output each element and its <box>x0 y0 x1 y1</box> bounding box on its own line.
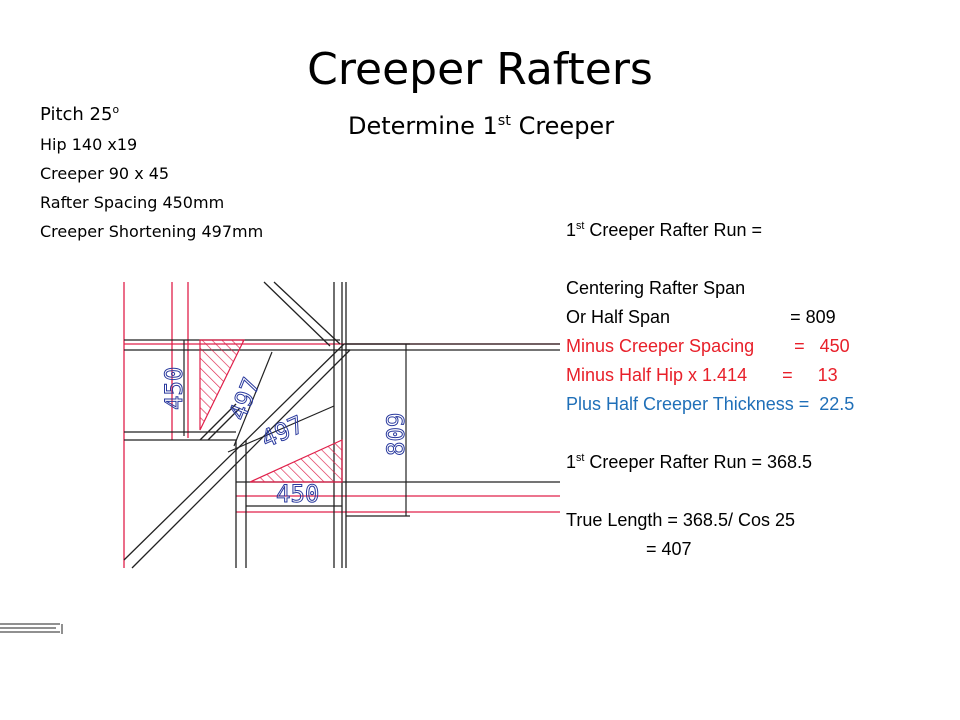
calc-minus-spacing: Minus Creeper Spacing = 450 <box>566 336 850 356</box>
dim-809-label: 809 <box>382 413 410 456</box>
slide-title: Creeper Rafters <box>307 44 653 95</box>
scale-mark <box>0 623 63 634</box>
diagonal-brace-1 <box>263 281 331 347</box>
dim-497-lower-line <box>227 405 335 453</box>
pitch-degree-mark: o <box>112 103 120 116</box>
calc-true-length-result: = 407 <box>566 539 692 559</box>
hip-line-2 <box>131 349 351 569</box>
calc-heading-rest: Creeper Rafter Run = <box>584 220 763 240</box>
subtitle-rest: Creeper <box>510 112 615 140</box>
calc-half-span: Or Half Span = 809 <box>566 307 836 327</box>
dim-497-lower-label: 497 <box>257 410 308 453</box>
dim-497-upper-label: 497 <box>224 374 266 425</box>
pitch-label: Pitch 25 <box>40 104 113 125</box>
framing-members <box>123 281 560 569</box>
calc-result: 1st Creeper Rafter Run = 368.5 <box>566 448 854 477</box>
corner-brace-1 <box>199 403 237 441</box>
calc-heading: 1st Creeper Rafter Run = <box>566 216 854 245</box>
dimension-lines <box>183 340 410 517</box>
dim-450-vertical-label: 450 <box>160 367 188 410</box>
calc-result-prefix: 1 <box>566 452 577 472</box>
dim-497-upper-line <box>233 351 273 447</box>
diagonal-brace-2 <box>273 281 341 345</box>
calc-result-superscript: st <box>576 452 585 464</box>
creeper-shortening-spec: Creeper Shortening 497mm <box>40 222 264 241</box>
creeper-spec: Creeper 90 x 45 <box>40 164 170 183</box>
specifications-list: Pitch 25o Hip 140 x19 Creeper 90 x 45 Ra… <box>40 100 263 246</box>
slide-subtitle: Determine 1st Creeper <box>348 108 614 144</box>
hip-line-1 <box>123 343 345 561</box>
calc-minus-half-hip: Minus Half Hip x 1.414 = 13 <box>566 365 838 385</box>
calc-plus-half-creeper: Plus Half Creeper Thickness = 22.5 <box>566 394 855 414</box>
corner-brace-2 <box>207 407 241 441</box>
subtitle-superscript: st <box>497 113 511 129</box>
subtitle-text: Determine 1 <box>348 112 498 140</box>
calc-heading-prefix: 1 <box>566 220 577 240</box>
pitch-spec: Pitch 25o <box>40 100 263 130</box>
calculation-block: 1st Creeper Rafter Run = Centering Rafte… <box>566 216 854 564</box>
calc-centering-rafter: Centering Rafter Span <box>566 278 746 298</box>
hip-spec: Hip 140 x19 <box>40 135 138 154</box>
rafter-spacing-spec: Rafter Spacing 450mm <box>40 193 225 212</box>
hatched-triangle-lower <box>249 439 343 483</box>
hatched-triangle-upper <box>199 339 245 431</box>
calc-heading-superscript: st <box>576 220 585 232</box>
calc-result-rest: Creeper Rafter Run = 368.5 <box>584 452 813 472</box>
calc-true-length: True Length = 368.5/ Cos 25 <box>566 510 795 530</box>
dim-450-horizontal-label: 450 <box>276 480 319 508</box>
